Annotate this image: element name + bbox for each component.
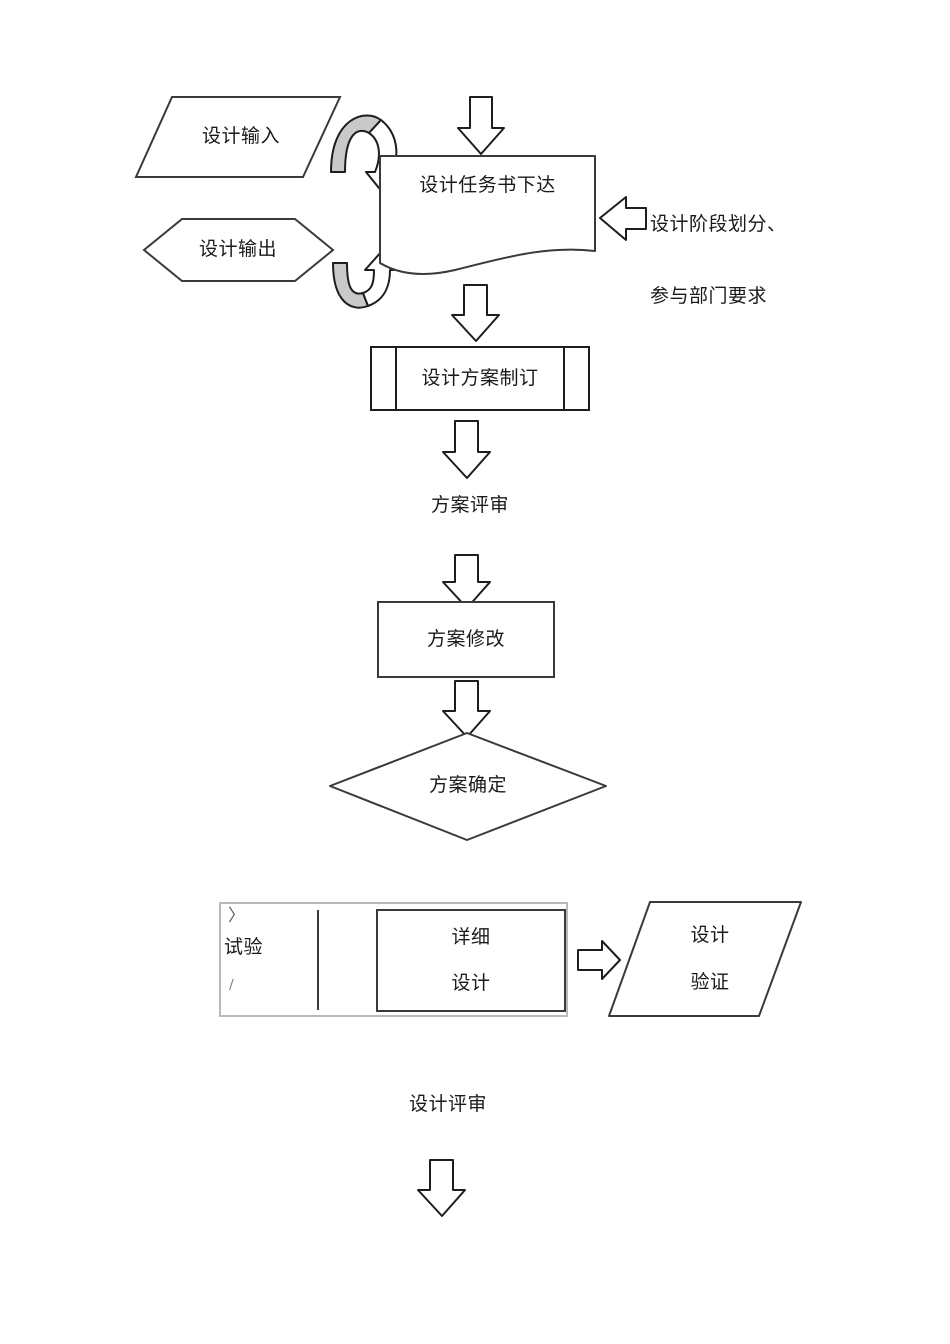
arrow-revision-to-confirm-shape (442, 680, 491, 738)
detailed-design-shape[interactable] (376, 909, 566, 1012)
plan-confirm-shape[interactable] (329, 732, 607, 841)
stage-requirements-line2: 参与部门要求 (650, 285, 768, 308)
plan-creation-hit[interactable] (371, 347, 589, 410)
plan-revision-shape[interactable] (377, 601, 555, 678)
arrow-task-to-plan-shape (451, 284, 500, 342)
plan-creation-shape[interactable] (370, 346, 590, 411)
arrow-review-to-revision-shape (442, 554, 491, 609)
arrow-top-into-task-shape (457, 96, 505, 155)
stage-requirements-line1: 设计阶段划分、 (650, 213, 787, 236)
experiment-mark-top: 〉 (228, 906, 246, 926)
arc-output-to-task-body (332, 262, 369, 309)
detailed-design-hit[interactable] (377, 910, 565, 1011)
experiment-label: 试验 (224, 936, 264, 958)
design-input-hit[interactable] (136, 97, 340, 177)
task-assignment-hit[interactable] (380, 156, 595, 275)
design-verification-shape[interactable] (608, 901, 802, 1017)
plan-revision-hit[interactable] (378, 602, 554, 677)
stage-requirements-annotation: 设计阶段划分、 参与部门要求 (650, 170, 830, 350)
arrow-plan-to-review-shape (442, 420, 491, 479)
design-output-hit[interactable] (144, 219, 333, 281)
arrow-detail-to-verification-shape (577, 940, 621, 980)
experiment-hit[interactable] (220, 903, 318, 1016)
plan-confirm-hit[interactable] (330, 733, 606, 840)
task-assignment-shape[interactable] (379, 155, 596, 275)
arrow-bottom-out-shape (417, 1159, 466, 1217)
design-input-shape[interactable] (134, 96, 342, 178)
arrow-requirements-into-task-shape (599, 196, 647, 241)
experiment-mark-bottom: ∕ (229, 977, 235, 993)
design-verification-hit[interactable] (609, 902, 801, 1016)
design-output-shape[interactable] (142, 218, 335, 282)
